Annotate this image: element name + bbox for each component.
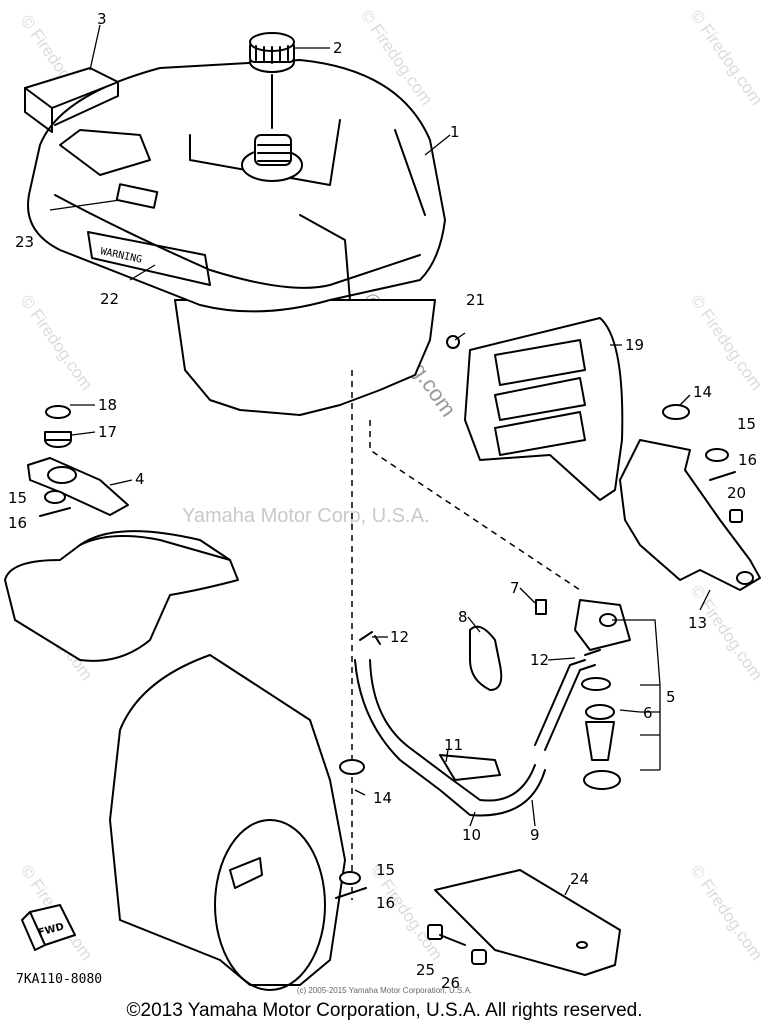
callout-21: 21 [466, 291, 485, 309]
callout-13: 13 [688, 614, 707, 632]
small-copyright: (c) 2005-2015 Yamaha Motor Corporation, … [296, 986, 473, 995]
callouts: 1 2 3 4 5 6 7 8 9 10 11 12 12 13 14 14 1… [8, 10, 757, 992]
leader-lines [49, 24, 711, 896]
callout-14b: 14 [373, 789, 392, 807]
callout-10: 10 [462, 826, 481, 844]
callout-26: 26 [441, 974, 460, 992]
bracket-left [27, 405, 129, 517]
callout-22: 22 [100, 290, 119, 308]
diagram-ref-code: 7KA110-8080 [16, 972, 103, 987]
callout-14a: 14 [693, 383, 712, 401]
watermark-diagonal: © Firedog.com [687, 6, 767, 108]
callout-12b: 12 [530, 651, 549, 669]
callout-16b: 16 [8, 514, 27, 532]
bolt-and-nut [427, 924, 487, 965]
callout-18: 18 [98, 396, 117, 414]
callout-25: 25 [416, 961, 435, 979]
callout-9: 9 [530, 826, 540, 844]
callout-4: 4 [135, 470, 145, 488]
callout-23: 23 [15, 233, 34, 251]
fwd-arrow: FWD [21, 904, 76, 951]
callout-16c: 16 [376, 894, 395, 912]
callout-15c: 15 [376, 861, 395, 879]
bracket-right [619, 404, 761, 591]
fuel-cock [535, 599, 661, 790]
callout-15b: 15 [8, 489, 27, 507]
tank-cover [24, 67, 119, 133]
callout-1: 1 [450, 123, 460, 141]
assembly-lines [335, 370, 581, 900]
watermark-diagonal: © Firedog.com [17, 291, 97, 393]
fuel-tank: WARNING [27, 59, 446, 416]
callout-3: 3 [97, 10, 107, 28]
callout-5: 5 [666, 688, 676, 706]
fan-shroud [109, 654, 346, 991]
callout-15a: 15 [737, 415, 756, 433]
fuel-cap [249, 32, 295, 129]
heat-shield [4, 530, 239, 662]
callout-20: 20 [727, 484, 746, 502]
callout-6: 6 [643, 704, 653, 722]
watermark-diagonal: © Firedog.com [687, 291, 767, 393]
callout-2: 2 [333, 39, 343, 57]
guard-plate [446, 317, 624, 501]
callout-24: 24 [570, 870, 589, 888]
watermark-diagonal: © Firedog.com [687, 861, 767, 963]
watermark-diagonal: © Firedog.com [687, 581, 767, 683]
watermark-center: Yamaha Motor Corp, U.S.A. [182, 505, 430, 527]
tool-bag [434, 869, 621, 976]
callout-12a: 12 [390, 628, 409, 646]
callout-11: 11 [444, 736, 463, 754]
callout-19: 19 [625, 336, 644, 354]
callout-17: 17 [98, 423, 117, 441]
callout-8: 8 [458, 608, 468, 626]
fuel-hoses [354, 625, 601, 817]
footer-copyright: ©2013 Yamaha Motor Corporation, U.S.A. A… [126, 1000, 643, 1021]
callout-16a: 16 [738, 451, 757, 469]
callout-7: 7 [510, 579, 520, 597]
